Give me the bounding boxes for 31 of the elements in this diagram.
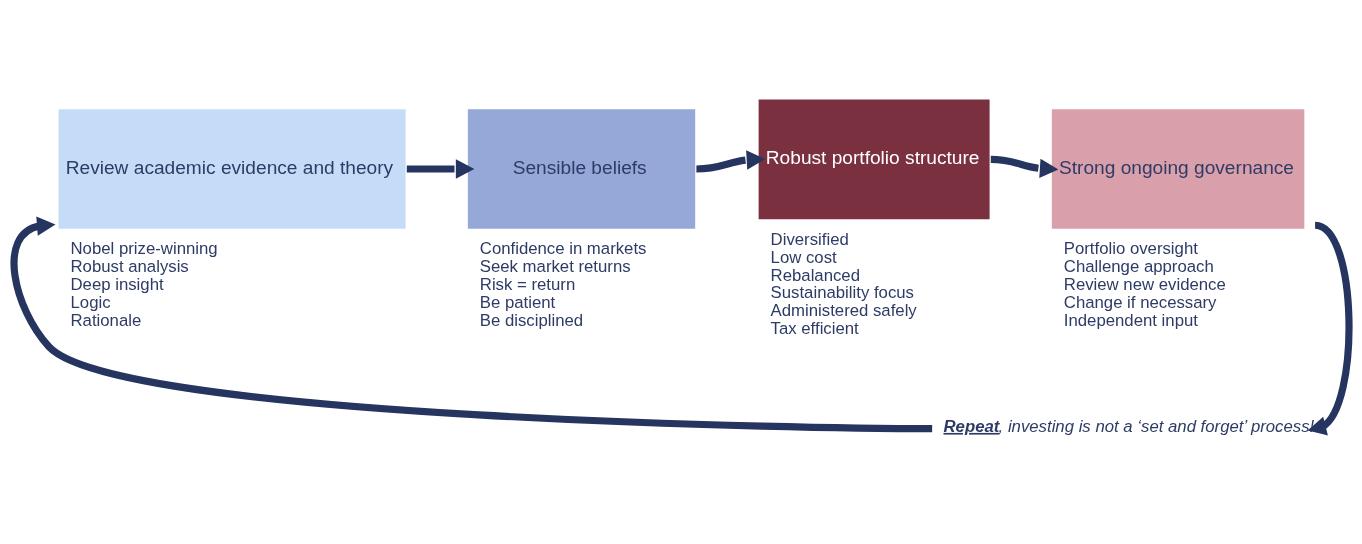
node-label: Be patient <box>479 292 555 312</box>
node-label: Challenge approach <box>1063 256 1214 276</box>
node-label: Review new evidence <box>1063 274 1226 294</box>
node-label: Nobel prize-winning <box>70 238 218 258</box>
node-label: Seek market returns <box>479 256 631 276</box>
node-label: Independent input <box>1063 310 1198 330</box>
node-label: Robust analysis <box>70 256 189 276</box>
node-label: Tax efficient <box>770 318 859 338</box>
node-label: Portfolio oversight <box>1063 238 1198 258</box>
node-label: Administered safely <box>770 300 917 320</box>
node-box: Review academic evidence and theory <box>58 108 406 229</box>
arrow <box>1307 221 1352 435</box>
node-label: Logic <box>70 292 111 312</box>
node-text: Repeat, investing is not a ‘set and forget’ process! <box>943 416 1314 436</box>
arrow <box>406 158 474 179</box>
node-label: Be disciplined <box>479 310 583 330</box>
arrow <box>990 155 1058 178</box>
arrow <box>695 149 765 173</box>
node-label: Diversified <box>770 229 849 249</box>
node-label: Deep insight <box>70 274 164 294</box>
node-box: Sensible beliefs <box>467 108 695 229</box>
node-label: Confidence in markets <box>479 238 646 258</box>
node-label: Risk = return <box>479 274 575 294</box>
node-box: Strong ongoing governance <box>1051 108 1304 229</box>
node-label: Low cost <box>770 247 837 267</box>
node-label: Sustainability focus <box>770 282 914 302</box>
node-label: Change if necessary <box>1063 292 1216 312</box>
node-label: Rationale <box>70 310 141 330</box>
arrow <box>10 215 932 432</box>
node-label: Rebalanced <box>770 265 860 285</box>
node-box: Robust portfolio structure <box>758 99 990 219</box>
